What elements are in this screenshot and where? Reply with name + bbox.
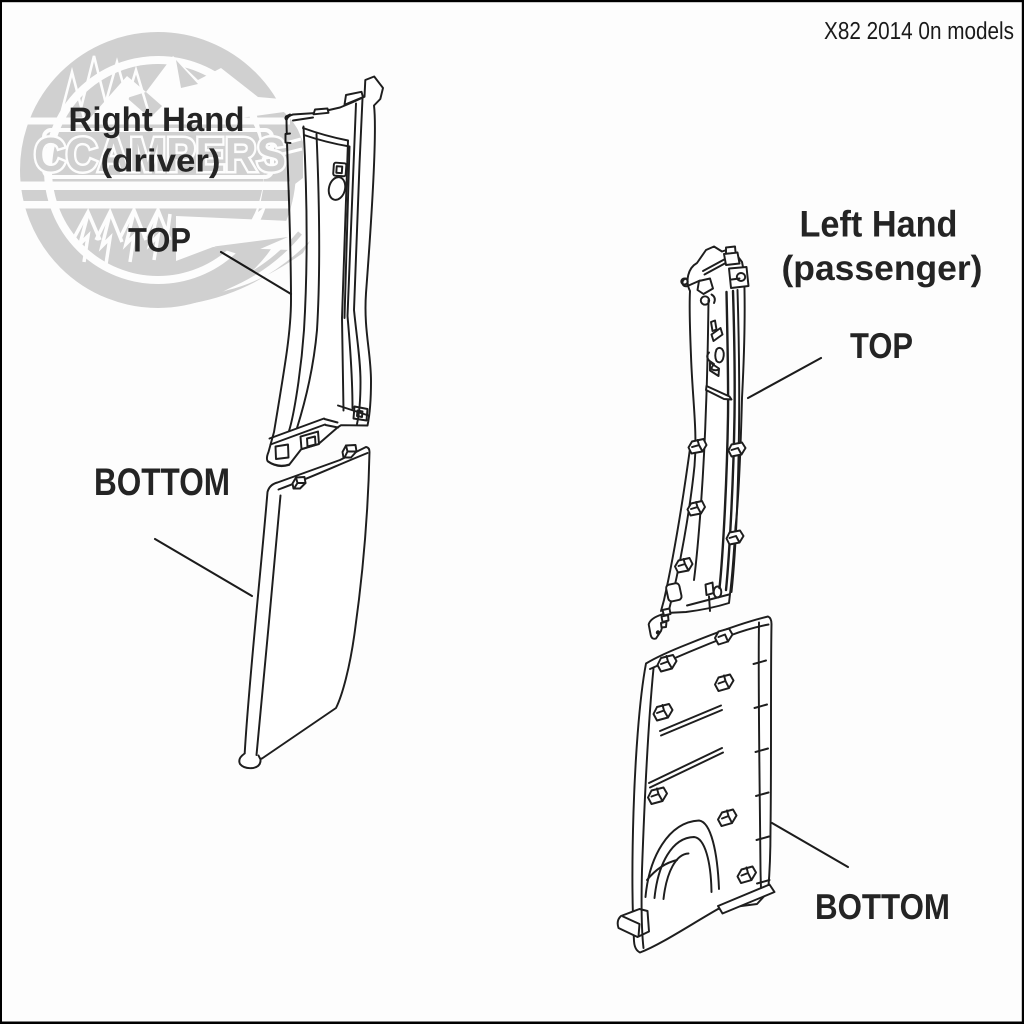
svg-text:BOTTOM: BOTTOM — [815, 886, 950, 927]
svg-text:TOP: TOP — [128, 222, 191, 260]
svg-text:X82 2014 0n models: X82 2014 0n models — [824, 18, 1014, 45]
svg-text:(passenger): (passenger) — [782, 249, 983, 288]
svg-text:Left Hand: Left Hand — [800, 204, 958, 245]
svg-text:BOTTOM: BOTTOM — [94, 461, 230, 504]
svg-text:CCAMPERS: CCAMPERS — [34, 129, 286, 182]
svg-text:TOP: TOP — [850, 325, 913, 366]
svg-text:Right Hand: Right Hand — [69, 101, 245, 139]
svg-text:(driver): (driver) — [101, 143, 221, 179]
